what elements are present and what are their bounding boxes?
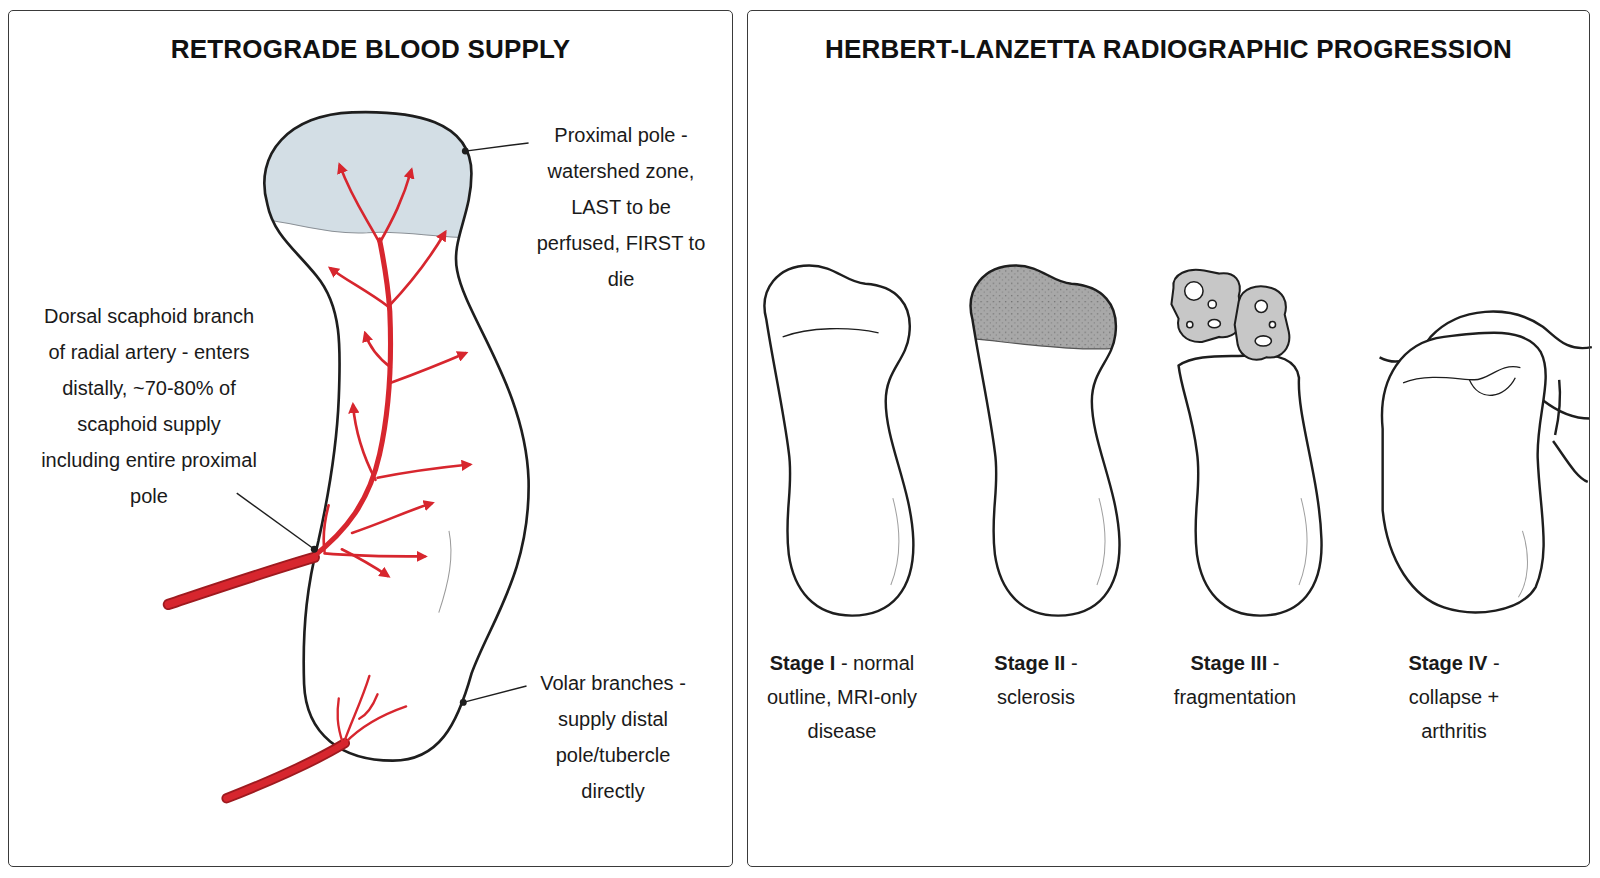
callout-text: Proximal pole - watershed zone, LAST to … (532, 117, 710, 297)
stage-figures (765, 255, 1592, 615)
stage-name: Stage I (770, 652, 836, 674)
panel-title: HERBERT-LANZETTA RADIOGRAPHIC PROGRESSIO… (748, 11, 1589, 67)
scaphoid-figure (168, 97, 528, 798)
stage-caption: Stage IV- collapse + arthritis (1388, 646, 1520, 748)
stage-caption: Stage II- sclerosis (970, 646, 1102, 714)
callout-text: Volar branches - supply distal pole/tube… (524, 665, 702, 809)
stage-name: Stage III (1191, 652, 1268, 674)
stage-name: Stage IV (1408, 652, 1487, 674)
panel-title: RETROGRADE BLOOD SUPPLY (9, 11, 732, 67)
stage-caption: Stage I- normal outline, MRI-only diseas… (756, 646, 928, 748)
callout-text: Dorsal scaphoid branch of radial artery … (36, 298, 262, 514)
stage-name: Stage II (994, 652, 1065, 674)
stage-caption: Stage III- fragmentation (1162, 646, 1308, 714)
